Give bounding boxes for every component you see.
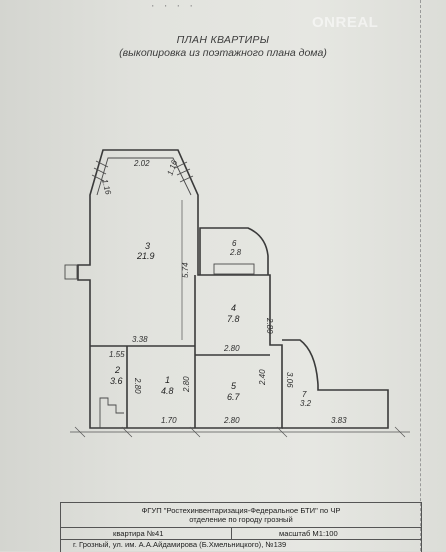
watermark-text: ONREAL	[312, 14, 379, 31]
room-4-area: 7.8	[227, 314, 240, 324]
address: г. Грозный, ул. им. А.А.Айдамирова (Б.Хм…	[73, 540, 287, 549]
top-mark: · · · ·	[150, 2, 195, 12]
title-block: ФГУП "Ростехинвентаризация-Федеральное Б…	[60, 502, 422, 552]
dim-balcony-height: 3.06	[285, 372, 294, 388]
dim-room1-height: 2.80	[182, 376, 191, 393]
watermark-logo: ONREAL	[312, 14, 378, 40]
bay-inner	[96, 157, 192, 196]
stair-hatch	[99, 397, 124, 428]
room-7-outline	[282, 339, 389, 429]
dim-balcony-width: 3.83	[331, 416, 347, 425]
room-2-number: 2	[114, 365, 120, 375]
room-3-area: 21.9	[136, 251, 155, 261]
bay-window-right	[174, 161, 194, 183]
room-1-number: 1	[165, 375, 170, 385]
dim-bay-left: 1.16	[100, 178, 113, 196]
dim-room1-width: 1.70	[161, 416, 177, 425]
room-6-area: 2.8	[229, 248, 242, 257]
title-block-divider	[231, 528, 232, 539]
plan-subtitle: (выкопировка из поэтажного плана дома)	[119, 47, 327, 59]
room-5-number: 5	[231, 381, 237, 391]
margin-line	[420, 0, 422, 551]
room-4-number: 4	[231, 303, 236, 313]
dim-bottom	[70, 426, 410, 438]
room-3-number: 3	[145, 241, 150, 251]
org-line-2: отделение по городу грозный	[189, 515, 293, 524]
dim-room4-width: 2.80	[223, 344, 240, 353]
bay-window-left	[91, 160, 109, 182]
dim-room5-height: 2.40	[258, 369, 267, 386]
title-block-org: ФГУП "Ростехинвентаризация-Федеральное Б…	[61, 506, 421, 524]
plan-scale: масштаб М1:100	[279, 529, 338, 538]
dim-bay-top: 2.02	[133, 159, 150, 168]
dim-room5-width: 2.80	[223, 416, 240, 425]
window-left	[64, 264, 78, 280]
room-7-area: 3.2	[300, 399, 312, 408]
plan-title: ПЛАН КВАРТИРЫ	[176, 34, 270, 46]
room-6-outline	[199, 227, 269, 275]
room-6-number: 6	[232, 239, 237, 248]
apartment-number: квартира №41	[113, 529, 164, 538]
dim-room3-width: 3.38	[132, 335, 148, 344]
room-1-area: 4.8	[161, 386, 174, 396]
room-2-area: 3.6	[110, 376, 123, 386]
window-room6	[213, 263, 255, 275]
dim-room2-height: 2.80	[133, 377, 142, 394]
org-line-1: ФГУП "Ростехинвентаризация-Федеральное Б…	[141, 506, 341, 515]
room-7-number: 7	[302, 390, 307, 399]
dim-room4-height: 2.80	[265, 317, 274, 334]
room-5-area: 6.7	[227, 392, 241, 402]
dim-room3-height: 5.74	[181, 262, 190, 278]
dim-room2-width: 1.55	[109, 350, 125, 359]
room-3-outline	[77, 149, 283, 429]
title-block-row: квартира №41 масштаб М1:100	[61, 527, 421, 540]
